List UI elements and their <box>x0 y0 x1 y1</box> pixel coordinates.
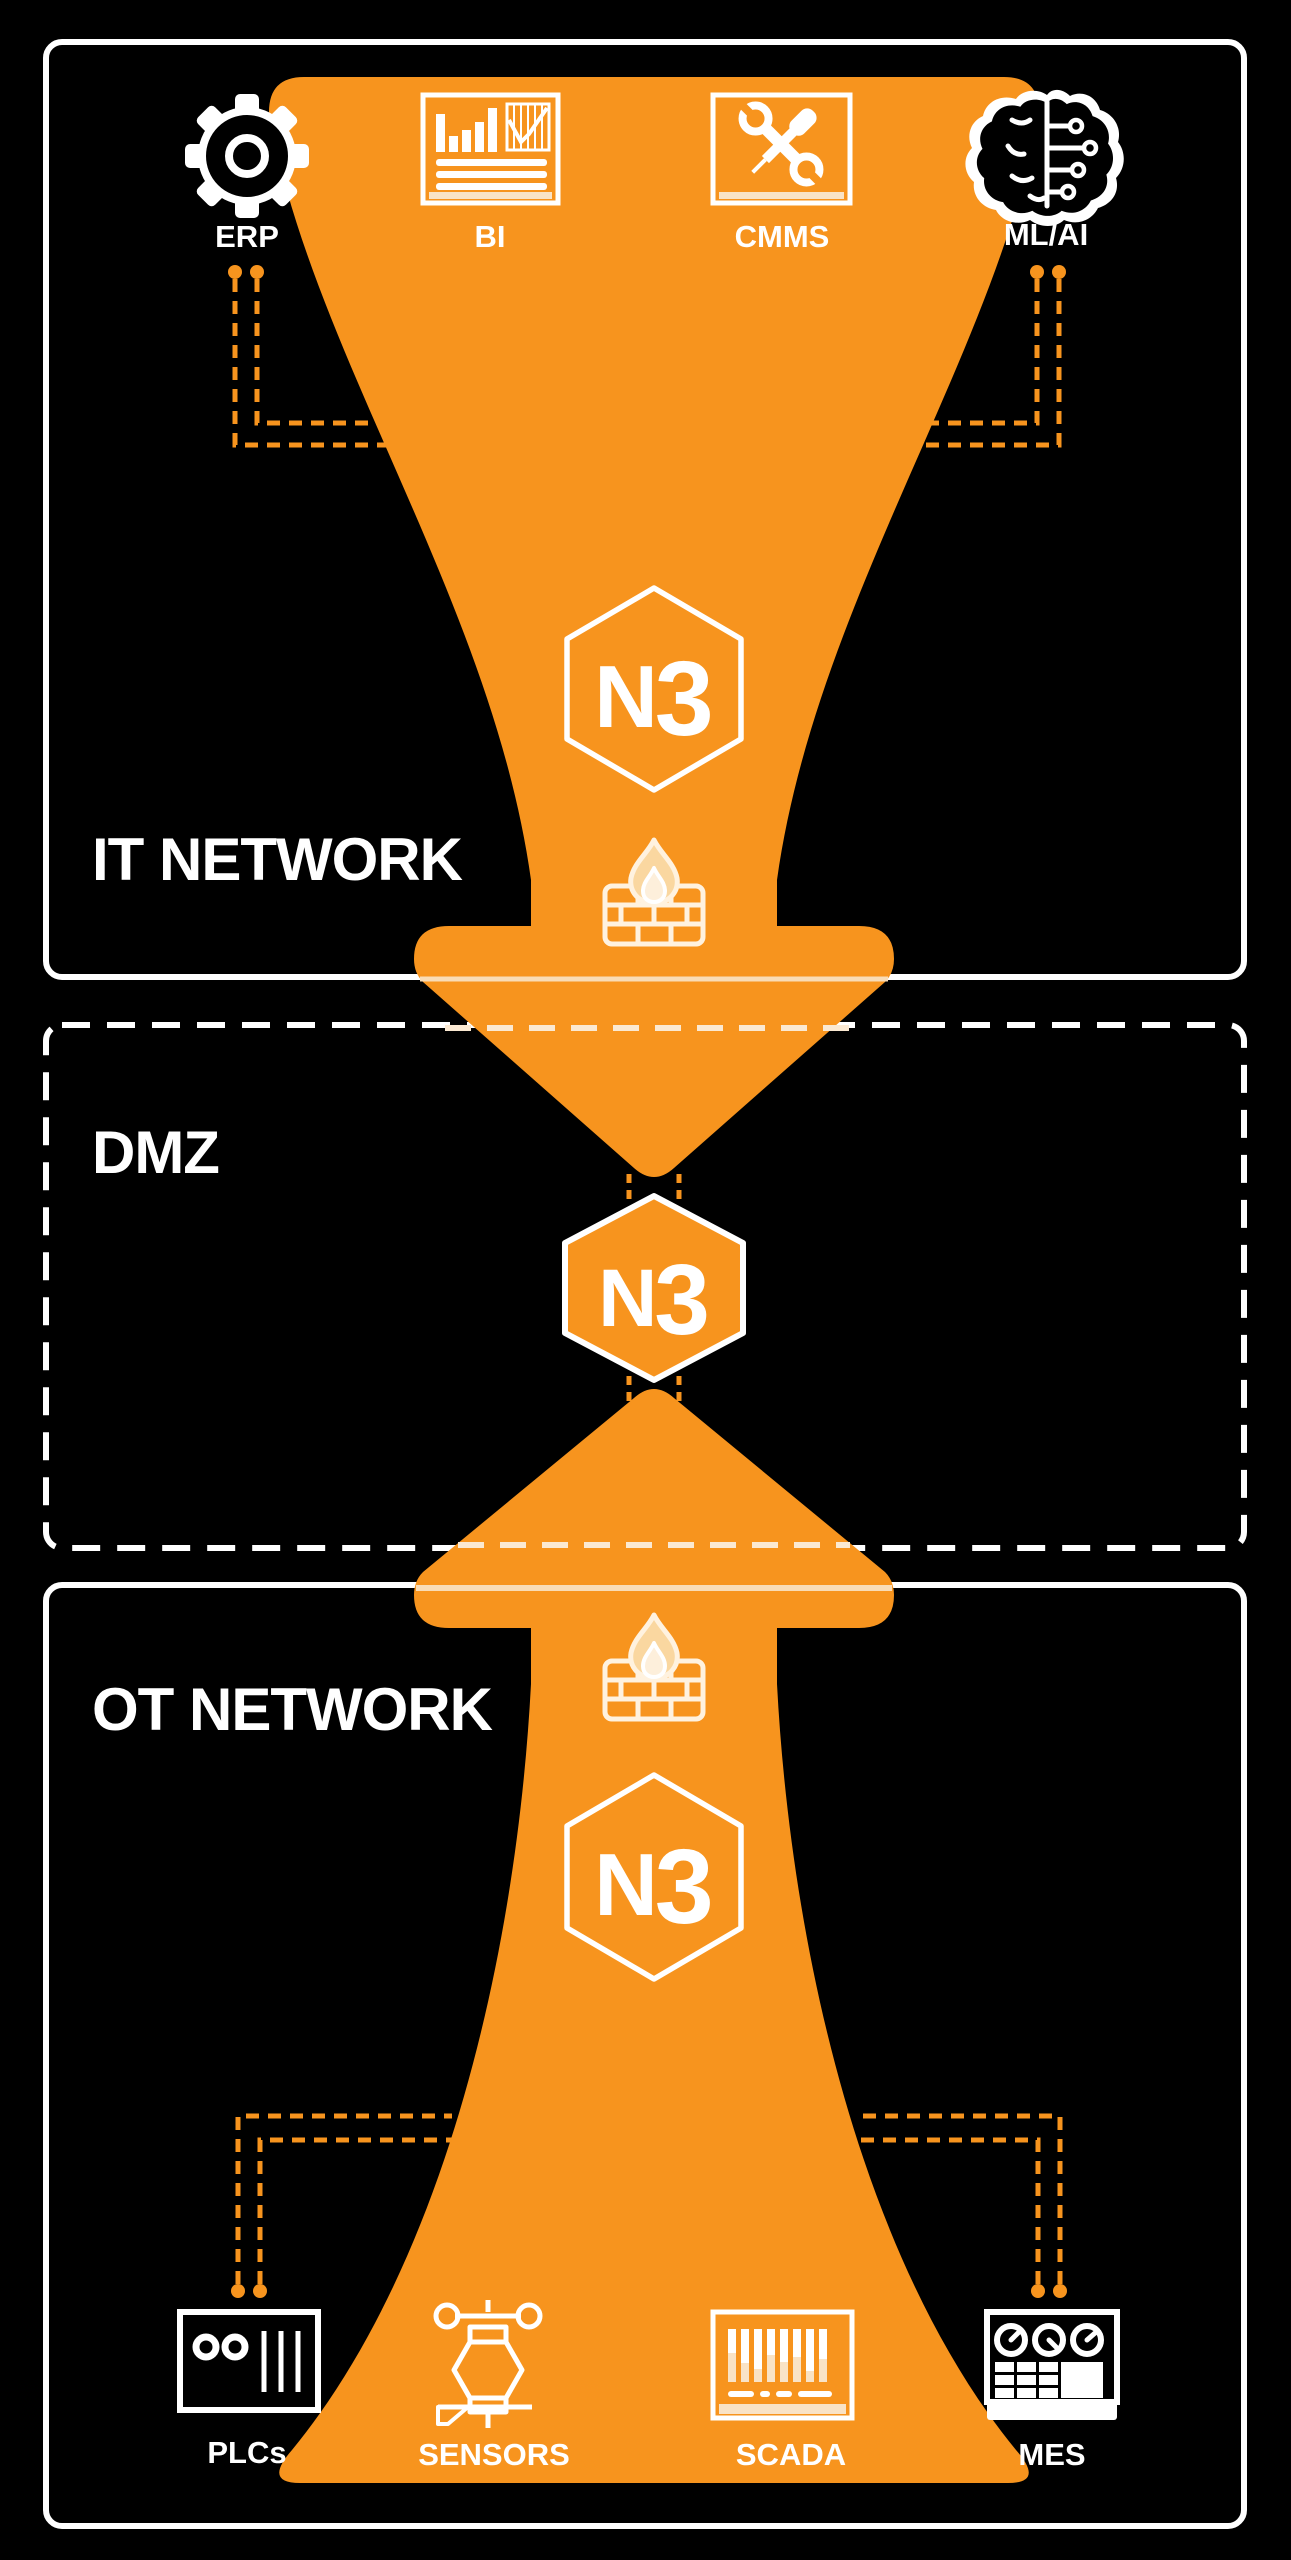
scada-label: SCADA <box>736 2437 846 2472</box>
gear-icon <box>185 94 309 218</box>
scada-dash-row <box>728 2391 832 2397</box>
n3-hexagon-ot: N3 <box>564 1772 744 1982</box>
it-funnel-arrow <box>269 77 1039 1177</box>
sensor-icon <box>433 2300 543 2428</box>
mes-label: MES <box>1018 2437 1085 2472</box>
scada-bars-icon <box>710 2309 855 2421</box>
gauges-panel-icon <box>984 2309 1120 2420</box>
n3-logo-text: N3 <box>598 1244 710 1356</box>
mlai-label: ML/AI <box>1004 217 1088 252</box>
mlai-connector-outer <box>852 279 1062 448</box>
dmz-label: DMZ <box>92 1119 219 1186</box>
border-crossings <box>416 976 892 1591</box>
ot-network-label: OT NETWORK <box>92 1676 493 1743</box>
plcs-connector-inner <box>257 2137 458 2284</box>
tools-icon <box>710 92 853 206</box>
scada-bars <box>728 2329 827 2382</box>
connector-dots <box>228 265 1067 2298</box>
n3-hexagon-dmz: N3 <box>562 1193 746 1383</box>
ot-funnel-arrow <box>279 1389 1029 2483</box>
n3-logo-text: N3 <box>594 640 714 758</box>
n3-hexagon-it: N3 <box>564 585 744 793</box>
screwdriver-icon <box>751 108 817 174</box>
plc-panel-icon <box>177 2309 321 2413</box>
brain-circuit-icon <box>965 89 1124 226</box>
mes-connector-inner <box>852 2137 1041 2284</box>
bi-label: BI <box>475 219 506 254</box>
plcs-connector-outer <box>235 2113 452 2284</box>
mes-connector-outer <box>858 2113 1063 2284</box>
hexagon-junction-dashes <box>626 1174 682 1402</box>
erp-label: ERP <box>215 219 279 254</box>
mes-grid <box>987 2362 1117 2420</box>
sensors-label: SENSORS <box>418 2437 570 2472</box>
report-chart-icon <box>420 92 561 206</box>
cmms-label: CMMS <box>735 219 830 254</box>
n3-logo-text: N3 <box>594 1828 714 1946</box>
plcs-label: PLCs <box>207 2435 286 2470</box>
connector-lines <box>232 279 1063 2284</box>
erp-connector-outer <box>232 279 443 448</box>
it-network-label: IT NETWORK <box>92 826 463 893</box>
mlai-connector-inner <box>858 279 1040 426</box>
